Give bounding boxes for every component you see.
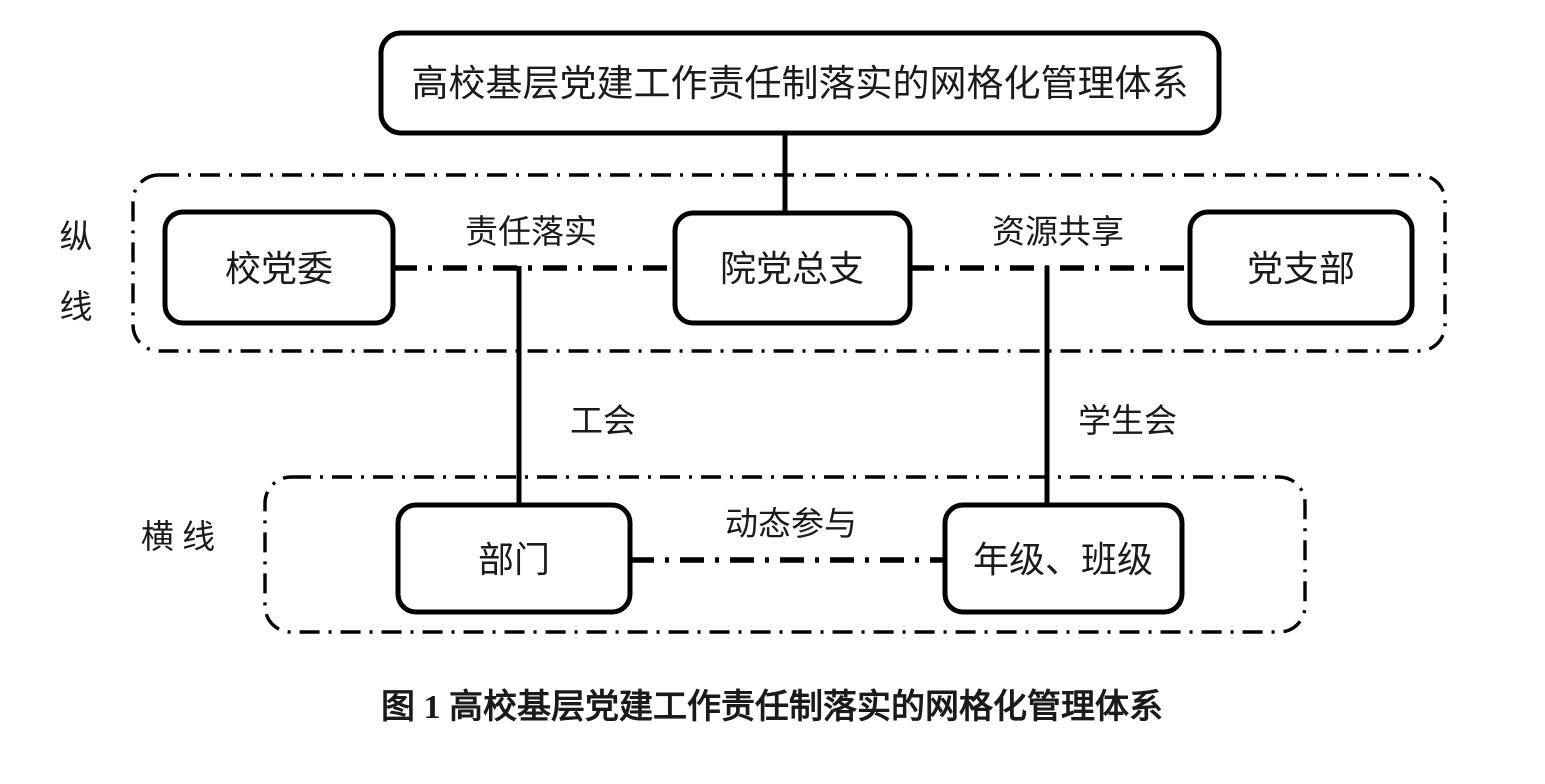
group-horizontal-band — [263, 475, 1307, 634]
edge-label-responsibility: 责任落实 — [465, 214, 597, 251]
node-school-party-committee-label: 校党委 — [225, 249, 333, 289]
title-box-label: 高校基层党建工作责任制落实的网格化管理体系 — [412, 63, 1189, 105]
group-vertical-band — [131, 173, 1447, 353]
node-party-branch[interactable] — [1187, 209, 1415, 326]
figure-caption: 图 1 高校基层党建工作责任制落实的网格化管理体系 — [381, 688, 1163, 726]
node-college-party-branch-label: 院党总支 — [720, 249, 864, 289]
node-department-label: 部门 — [478, 540, 550, 580]
title-box[interactable] — [378, 30, 1222, 136]
edge-label-resource-sharing: 资源共享 — [992, 214, 1124, 251]
edge-label-labor-union: 工会 — [570, 403, 636, 440]
node-grade-class-label: 年级、班级 — [973, 540, 1153, 580]
node-party-branch-label: 党支部 — [1247, 249, 1355, 289]
band-label-vertical-line-2: 线 — [60, 289, 93, 326]
band-label-vertical-line-1: 纵 — [60, 220, 93, 256]
band-label-horizontal-line: 横 线 — [141, 519, 215, 556]
edge-label-student-union: 学生会 — [1078, 403, 1177, 440]
edge-label-dynamic-participation: 动态参与 — [725, 506, 857, 543]
